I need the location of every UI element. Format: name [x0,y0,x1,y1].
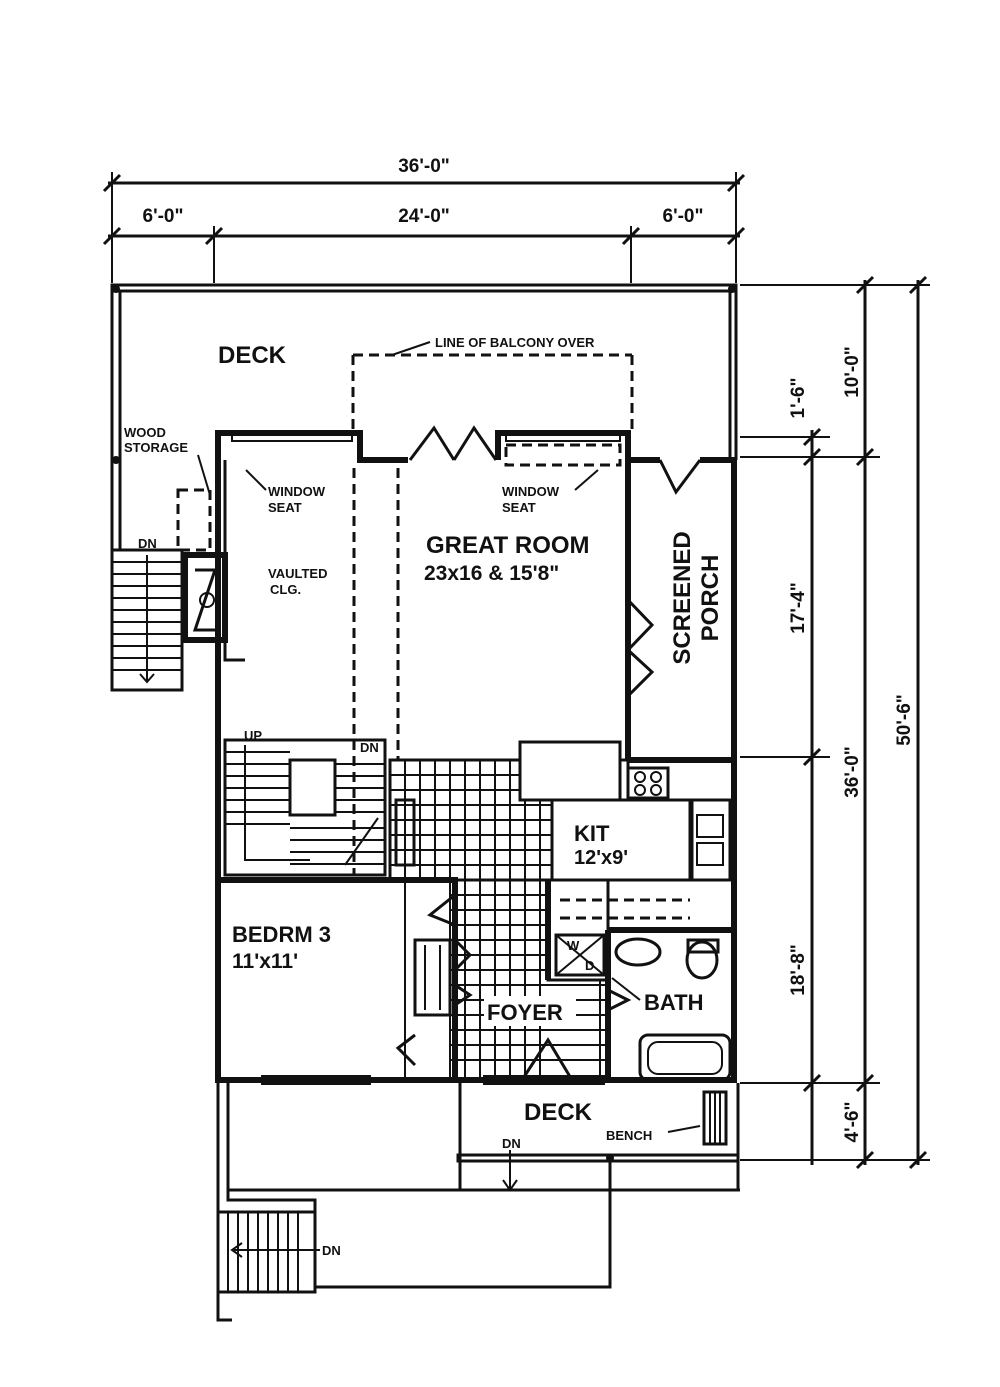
right-dimensions [740,275,930,1170]
balcony-line [351,341,634,430]
porch-side-door [626,598,655,698]
bedroom-walls [218,877,473,1080]
window-seat-left-2: SEAT [268,500,302,515]
front-deck-dn: DN [502,1136,521,1151]
kitchen-size: 12'x9' [574,847,628,869]
dim-house-depth: 36'-0" [842,746,863,798]
bottom-stair [216,1210,320,1294]
great-room-doors [408,425,498,461]
bedroom-size: 11'x11' [232,950,298,973]
bedroom-label: BEDRM 3 [232,922,331,947]
bath-label: BATH [644,990,703,1015]
dim-left-section: 6'-0" [143,206,184,227]
window-seat-right-1: WINDOW [502,484,560,499]
foyer-label: FOYER [487,1000,563,1025]
dim-overall-depth: 50'-6" [894,694,915,746]
stair-dn: DN [360,740,379,755]
dim-center-section: 24'-0" [398,206,450,227]
interior-partitions [223,460,400,875]
deck-top-label: DECK [218,342,287,369]
great-room-size: 23x16 & 15'8" [424,562,559,585]
great-room-label: GREAT ROOM [426,532,590,559]
left-stair-dn: DN [138,536,157,551]
front-deck [216,1080,740,1322]
screened-porch-line2: PORCH [697,555,724,642]
top-dimensions [102,172,746,283]
dryer-label: D [585,958,594,973]
window-seat-left-1: WINDOW [268,484,326,499]
laundry [545,878,690,982]
dim-lower-depth: 18'-8" [788,944,809,996]
bottom-windows [261,1075,605,1085]
vaulted-line2: CLG. [270,582,301,597]
bath [605,927,734,1082]
stair-up: UP [244,728,262,743]
vaulted-line1: VAULTED [268,566,327,581]
dim-offset: 1'-6" [788,378,809,419]
left-stair [110,548,184,692]
top-windows [231,432,622,467]
foyer-door [520,1037,574,1081]
dim-right-section: 6'-0" [663,206,704,227]
window-seat-right-2: SEAT [502,500,536,515]
deck-front-label: DECK [524,1099,593,1126]
kitchen-label: KIT [574,821,610,846]
dim-front-deck: 4'-6" [842,1102,863,1143]
bench-label: BENCH [606,1128,652,1143]
kitchen-counters [394,740,732,882]
balcony-note: LINE OF BALCONY OVER [435,335,595,350]
dim-overall-width: 36'-0" [398,156,450,177]
window-seat-right-leader [574,469,599,491]
dim-porch-depth: 17'-4" [788,582,809,634]
interior-stair [223,738,387,877]
wood-storage-line1: WOOD [124,425,166,440]
dim-top-deck: 10'-0" [842,346,863,398]
wood-storage [176,454,212,552]
porch-door [658,459,702,495]
bottom-stair-dn: DN [322,1243,341,1258]
screened-porch-line1: SCREENED [669,531,696,664]
wood-storage-line2: STORAGE [124,440,188,455]
window-seat-left-leader [245,469,267,491]
foyer-label-bg [484,996,576,1026]
washer-label: W [567,938,580,953]
